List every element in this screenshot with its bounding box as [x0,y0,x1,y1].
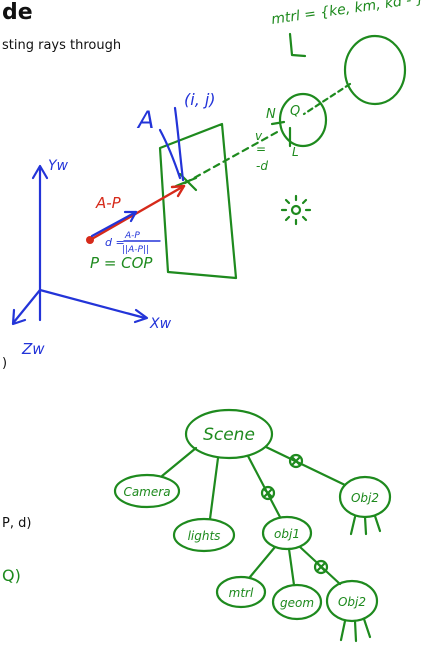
axis-y-head [31,164,49,180]
label-n: N [266,107,276,122]
node-obj1 [261,515,313,551]
label-a-minus-p: A-P [95,194,122,212]
node-geom [271,583,323,621]
transform-marker-2 [288,453,304,469]
label-zw: Zw [21,340,45,358]
edge-obj1-mtrl [248,545,277,579]
object-circle [278,92,328,148]
transform-marker-1-x [262,487,274,499]
cop-point [86,236,94,244]
text-fragment-paren: ) [2,356,8,371]
edge-scene-camera [160,446,198,478]
text-fragment-q: Q) [2,566,21,585]
light-circle [343,34,407,106]
sun-icon [290,204,302,216]
label-xw: Xw [149,316,172,332]
axis-x [38,288,147,320]
label-yw: Yw [48,158,69,174]
edge-scene-lights [208,456,220,521]
transform-marker-2-x [290,455,302,467]
vector-d-head [123,210,138,223]
slide-title-fragment: de [2,0,33,25]
label-v: v [255,129,263,143]
label-neg-d: -d [256,159,268,173]
node-scene [184,408,274,460]
axis-x-head [133,308,149,324]
label-frac-den: ||A-P|| [122,245,149,255]
vector-a-minus-p [88,184,186,242]
node-obj2-bottom-label: Obj2 [338,595,366,609]
transform-marker-1 [260,485,276,501]
axis-z [12,288,42,324]
label-d-eq: d = [105,236,125,249]
label-l: L [292,145,299,159]
node-obj2-bottom [325,579,379,623]
ij-pointer [173,106,185,182]
edge-scene-obj1 [246,454,282,519]
vector-a-minus-p-head [170,184,186,198]
material-bracket [288,32,307,58]
text-fragment-pd: P, d) [2,516,32,531]
label-ij: (i, j) [184,90,216,109]
light-dashed-line [302,82,352,116]
pixel-hatch-2 [174,176,198,188]
node-mtrl-label: mtrl [229,586,254,600]
transform-marker-3-x [315,561,327,573]
edge-obj1-geom [287,547,296,587]
text-fragment-rays: sting rays through [2,38,122,53]
node-obj1-label: obj1 [274,527,300,541]
node-camera-label: Camera [123,485,170,499]
material-label: mtrl = {ke, km, kd - } [270,0,425,28]
node-mtrl [215,575,267,609]
axis-z-head [11,308,27,326]
node-camera [113,473,181,509]
node-obj2-top-label: Obj2 [351,491,379,505]
label-q: Q [290,104,300,119]
image-plane [158,122,238,280]
label-eq: = [256,142,266,156]
obj2-top-children [349,514,382,536]
node-lights [172,517,236,553]
n-arrow [270,120,286,126]
sun-rays [280,194,312,226]
vector-d [90,210,138,238]
transform-marker-3 [313,559,329,575]
primary-ray [183,129,281,185]
label-a: A [136,106,154,134]
obj2-bottom-children [339,617,372,643]
edge-scene-obj2 [264,445,347,487]
node-scene-label: Scene [203,425,255,445]
label-frac-num: A-P [124,231,140,241]
node-geom-label: geom [280,596,314,610]
a-pointer [158,128,182,180]
node-lights-label: lights [188,529,221,543]
label-p-cop: P = COP [90,254,153,272]
